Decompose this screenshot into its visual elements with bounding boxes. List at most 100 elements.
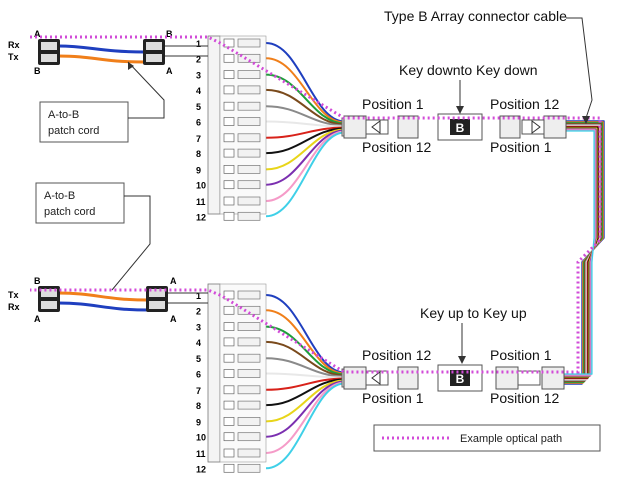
lc-connector: [237, 369, 261, 378]
fanout-fiber: [265, 130, 345, 202]
tx-label-bottom: Tx: [8, 290, 19, 300]
port-number: 12: [196, 464, 206, 474]
port-adapter: [223, 38, 235, 48]
mpo-adapter-top: [437, 113, 483, 141]
port-adapter: [223, 165, 235, 174]
port-adapter: [223, 180, 235, 190]
port-number: 11: [196, 449, 206, 459]
lc-connector: [237, 180, 261, 190]
port-adapter: [223, 322, 235, 331]
fanout-fibers-bottom: [265, 294, 351, 470]
port-adapter: [223, 101, 235, 111]
port-number: 5: [196, 354, 201, 364]
port-adapter: [223, 196, 235, 206]
lc-connector: [237, 85, 261, 95]
key-down-arrowhead: [456, 106, 464, 114]
port-number: 6: [196, 118, 201, 128]
port-adapter: [223, 53, 235, 63]
port-adapter: [223, 369, 235, 378]
callout-box-patch-cord-bottom: [35, 182, 125, 224]
lc-connector: [237, 417, 261, 426]
fanout-fiber: [265, 379, 345, 423]
fanout-fiber: [265, 105, 345, 127]
fanout-fiber: [265, 42, 345, 123]
lc-connector: [237, 290, 261, 300]
port-number: 3: [196, 323, 201, 333]
port-number: 11: [196, 197, 206, 207]
fanout-fiber: [265, 294, 345, 374]
example-optical-path: [30, 35, 602, 374]
lc-connector: [237, 448, 261, 458]
port-number: 6: [196, 370, 201, 380]
fanout-fiber: [265, 129, 345, 186]
port-number: 2: [196, 306, 201, 316]
port-number: 7: [196, 134, 201, 144]
port-adapter: [223, 85, 235, 95]
lc-connector: [237, 463, 261, 473]
lc-connector: [237, 101, 261, 111]
port-adapter: [223, 417, 235, 426]
top-left-position-first: Position 1: [362, 96, 424, 112]
port-number: 4: [196, 86, 201, 96]
fanout-fiber: [265, 309, 345, 375]
end-label-bottom-left-a: A: [34, 314, 41, 324]
port-adapter: [223, 290, 235, 300]
port-number: 7: [196, 386, 201, 396]
fanout-fiber: [265, 120, 345, 128]
port-adapter: [223, 211, 235, 221]
top-left-position-second: Position 12: [362, 139, 431, 155]
key-up-arrowhead: [458, 356, 466, 364]
port-number: 12: [196, 212, 206, 222]
port-number: 10: [196, 433, 206, 443]
callout-leader-bottom: [111, 195, 151, 291]
lc-connector: [237, 211, 261, 221]
mpo-adapter-bottom: [437, 364, 483, 392]
lc-connector: [237, 38, 261, 48]
fanout-fiber: [265, 88, 345, 126]
fanout-fibers-top: [265, 42, 351, 218]
rx-label-top: Rx: [8, 40, 20, 50]
callout-box-patch-cord-top: [39, 101, 129, 143]
callout-text-top-line2: patch cord: [48, 125, 99, 137]
port-adapter: [223, 305, 235, 315]
fanout-fiber: [265, 377, 345, 391]
mpo-connector-top-right: [499, 115, 567, 139]
patch-cord-bottom: [38, 286, 208, 312]
label-key-up: Key up to Key up: [420, 305, 527, 321]
lc-connector: [237, 53, 261, 63]
lc-connector: [237, 353, 261, 363]
end-label-top-left-a: A: [34, 29, 41, 39]
fanout-fiber: [265, 340, 345, 377]
port-number: 1: [196, 39, 201, 49]
fanout-fiber: [265, 128, 345, 171]
rx-label-bottom: Rx: [8, 302, 20, 312]
port-adapter: [223, 148, 235, 158]
end-label-bottom-right-a: A: [170, 276, 177, 286]
port-number: 8: [196, 149, 201, 159]
fanout-fiber: [265, 126, 345, 139]
adapter-key-letter-top: B: [456, 121, 465, 135]
callout-text-top-line1: A-to-B: [48, 109, 79, 121]
lc-connector: [237, 432, 261, 442]
port-adapter: [223, 432, 235, 442]
end-label-top-left-b: B: [34, 66, 41, 76]
lc-connector: [237, 400, 261, 410]
port-number: 8: [196, 401, 201, 411]
end-label-top-right-a: A: [166, 66, 173, 76]
callout-leader-top: [127, 61, 165, 119]
port-adapter: [223, 448, 235, 458]
mpo-connector-bottom-right: [495, 366, 565, 390]
adapter-key-letter-bottom: B: [456, 372, 465, 386]
fanout-fiber: [265, 372, 345, 379]
fanout-fiber: [265, 381, 345, 454]
lc-connector: [237, 196, 261, 206]
top-right-position-first: Position 12: [490, 96, 559, 112]
trunk-fiber: [564, 130, 595, 375]
port-adapter: [223, 117, 235, 126]
mpo-connector-bottom-left: [343, 366, 419, 390]
fanout-fiber: [265, 378, 345, 407]
lc-connector: [237, 165, 261, 174]
end-label-top-right-b: B: [166, 29, 173, 39]
